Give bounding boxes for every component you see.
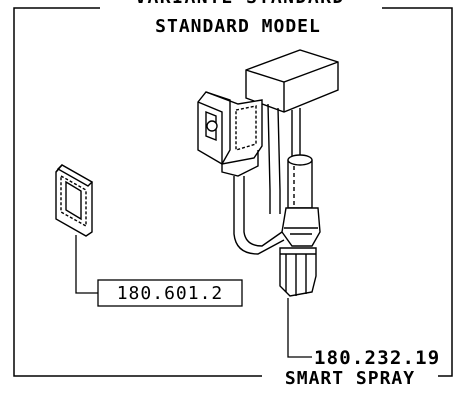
product-name: SMART SPRAY [285, 368, 415, 389]
junction-box [245, 49, 339, 113]
small-part-label: 180.601.2 [117, 283, 224, 304]
frame-top-left [13, 7, 262, 377]
frame-top-right [382, 7, 453, 377]
plug-lower [279, 247, 317, 297]
gasket-part [55, 164, 94, 237]
vertical-tube [287, 160, 313, 209]
main-part-leader [287, 298, 312, 358]
frame [13, 7, 453, 377]
main-part-label: 180.232.19 [314, 347, 440, 369]
variant-title: VARIANTE STANDARD [135, 0, 345, 8]
model-title: STANDARD MODEL [155, 16, 321, 37]
plug-body [281, 207, 321, 247]
gasket-leader [75, 235, 98, 294]
spray-assembly [197, 49, 339, 297]
small-part-label-box [97, 279, 243, 307]
